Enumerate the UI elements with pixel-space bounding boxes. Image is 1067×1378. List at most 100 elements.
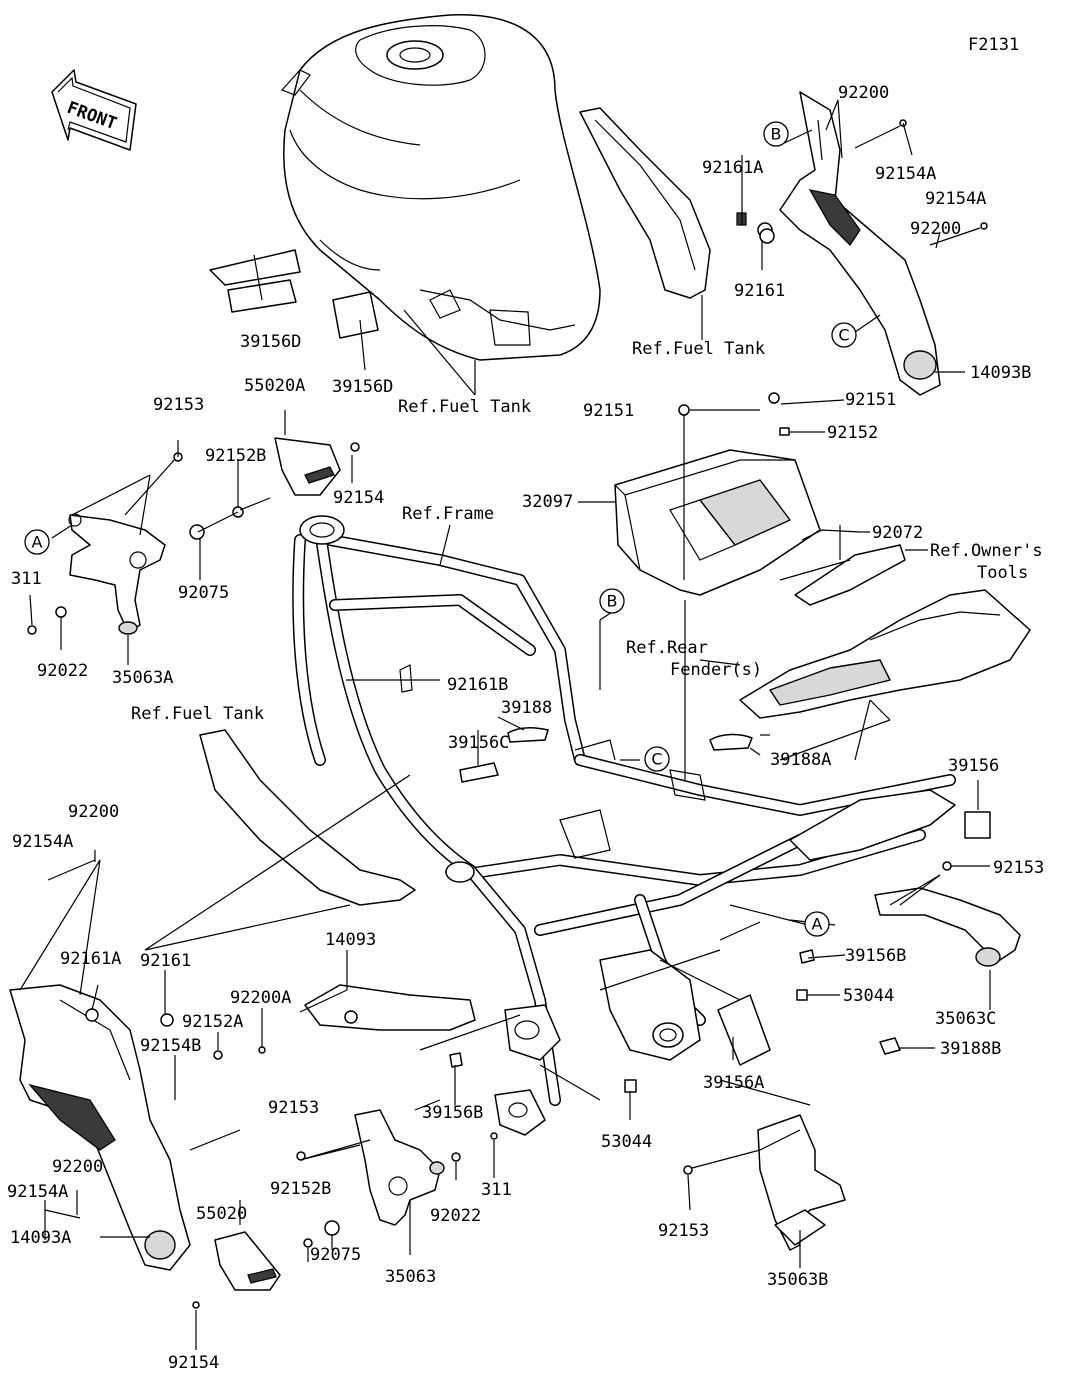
label-ref-rear-line1: Ref.Rear (626, 638, 708, 658)
screw-92151-a-icon (678, 404, 690, 416)
label-92152b-a: 92152B (205, 446, 266, 466)
label-92200-left: 92200 (68, 802, 119, 822)
label-ref-owners-line1: Ref.Owner's (930, 541, 1043, 561)
callout-labels: 92200 92154A 92161A 92154A 92200 92161 R… (7, 83, 1044, 1373)
washer-92022-b (451, 1152, 461, 1162)
tank-side-cover-left (199, 729, 416, 906)
collar-92075-b (324, 1220, 340, 1236)
nut-311-b (490, 1132, 498, 1140)
label-92154b: 92154B (140, 1036, 201, 1056)
label-39156a: 39156A (703, 1073, 764, 1093)
label-92153-b: 92153 (268, 1098, 319, 1118)
label-39188: 39188 (501, 698, 552, 718)
label-92154a-top: 92154A (875, 164, 936, 184)
label-ref-fuel-tank-left: Ref.Fuel Tank (131, 704, 264, 724)
label-92200-top: 92200 (838, 83, 889, 103)
screw-92151-b-icon (768, 392, 780, 404)
washer-92161-top (759, 228, 775, 244)
nut-311-a (27, 625, 37, 635)
label-ref-fuel-tank-mid: Ref.Fuel Tank (398, 397, 531, 417)
label-92200-right: 92200 (910, 219, 961, 239)
label-39156b-b: 39156B (422, 1103, 483, 1123)
label-ref-rear-line2: Fender(s) (670, 660, 762, 680)
fuel-tank (280, 14, 601, 361)
label-32097: 32097 (522, 492, 573, 512)
label-14093: 14093 (325, 930, 376, 950)
circle-ref-c-mid-label: C (651, 750, 662, 769)
footrest-bracket-35063 (354, 1109, 445, 1226)
label-39156b-a: 39156B (845, 946, 906, 966)
bolt-92153-d-icon (942, 861, 952, 871)
label-92151-a: 92151 (583, 401, 634, 421)
screw-92154-a-icon (350, 442, 360, 452)
footrest-bracket-35063c (874, 887, 1021, 967)
label-35063c: 35063C (935, 1009, 996, 1029)
collar-92075-a (189, 524, 205, 540)
main-frame (292, 515, 956, 1136)
circle-ref-c-mid: C (644, 746, 670, 772)
screw-92154-b-icon (192, 1301, 200, 1309)
label-14093a: 14093A (10, 1228, 71, 1248)
nut-92152-icon (779, 427, 790, 436)
washer-92161-left (160, 1013, 174, 1027)
circle-ref-b-mid-label: B (607, 592, 618, 611)
label-92154-a: 92154 (333, 488, 384, 508)
label-92153-c: 92153 (658, 1221, 709, 1241)
guard-55020 (214, 1231, 281, 1291)
leader-lines (19, 99, 991, 1350)
label-39188a: 39188A (770, 750, 831, 770)
circle-ref-b-top: B (763, 121, 789, 147)
circle-ref-b-mid: B (599, 588, 625, 614)
circle-ref-a-left: A (24, 529, 50, 555)
label-92153-a: 92153 (153, 395, 204, 415)
tank-side-cover-right (579, 107, 711, 299)
label-311-a: 311 (11, 569, 42, 589)
label-39156d-a: 39156D (240, 332, 301, 352)
label-92022-b: 92022 (430, 1206, 481, 1226)
nut-92161a-left (85, 1008, 99, 1022)
label-53044-a: 53044 (843, 986, 894, 1006)
clip-39156b-b (449, 1052, 463, 1068)
label-92152a: 92152A (182, 1012, 243, 1032)
label-92161-left: 92161 (140, 951, 191, 971)
label-35063b: 35063B (767, 1270, 828, 1290)
label-39156: 39156 (948, 756, 999, 776)
owners-tools (794, 544, 906, 606)
damper-53044-b (624, 1079, 637, 1093)
bolt-92152a-icon (213, 1050, 223, 1060)
clip-92161b (399, 664, 413, 693)
side-cover-14093b (779, 91, 941, 396)
label-92154-b: 92154 (168, 1353, 219, 1373)
label-92154a-right: 92154A (925, 189, 986, 209)
circle-ref-a-label: A (32, 533, 43, 552)
side-cover-14093a (9, 984, 191, 1271)
label-92200-bottom-left: 92200 (52, 1157, 103, 1177)
label-35063a: 35063A (112, 668, 173, 688)
label-92154a-left: 92154A (12, 832, 73, 852)
label-14093b: 14093B (970, 363, 1031, 383)
label-92022-a: 92022 (37, 661, 88, 681)
bolt-92152b-b (303, 1238, 313, 1248)
label-92161a-left: 92161A (60, 949, 121, 969)
sticker-39188 (507, 727, 549, 743)
label-311-b: 311 (481, 1180, 512, 1200)
label-92161-top: 92161 (734, 281, 785, 301)
label-sticker-39156d-b (227, 279, 297, 313)
circle-ref-c-top: C (831, 322, 857, 348)
label-92153-d: 92153 (993, 858, 1044, 878)
label-55020: 55020 (196, 1204, 247, 1224)
label-53044-b: 53044 (601, 1132, 652, 1152)
footrest-bracket-35063b (757, 1114, 846, 1251)
circle-ref-a-right: A (804, 911, 830, 937)
label-sticker-39156d-a (209, 249, 301, 286)
label-92152b-b: 92152B (270, 1179, 331, 1199)
pad-39188b (879, 1037, 901, 1055)
footrest-bracket-35063a (68, 513, 166, 635)
bolt-92153-c-icon (683, 1165, 693, 1175)
label-55020a: 55020A (244, 376, 305, 396)
label-35063: 35063 (385, 1267, 436, 1287)
circle-ref-c-label: C (838, 326, 849, 345)
label-92075-a: 92075 (178, 583, 229, 603)
front-arrow-icon: FRONT (51, 69, 137, 151)
